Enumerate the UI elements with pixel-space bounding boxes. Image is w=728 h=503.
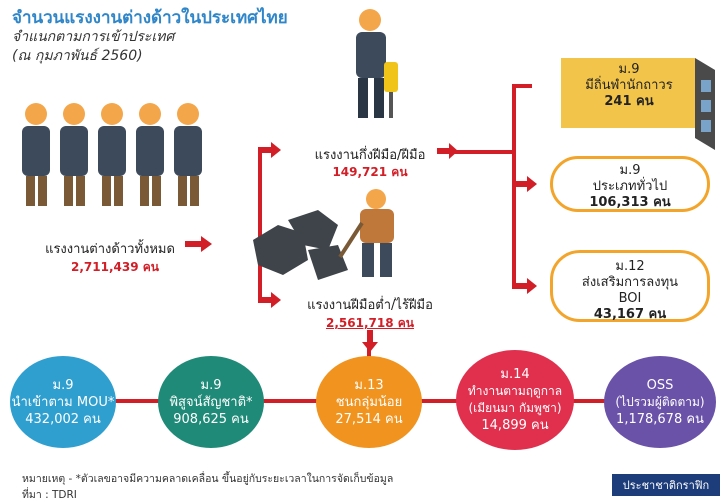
total-label: แรงงานต่างด้าวทั้งหมด <box>45 242 175 257</box>
box-1-section: ม.9 <box>618 62 640 77</box>
circle-3-name: ชนกลุ่มน้อย <box>335 394 403 410</box>
box-3-value: 43,167 คน <box>593 307 667 322</box>
circle-5-value: 1,178,678 คน <box>616 411 704 427</box>
building-box: ม.9 มีถิ่นพำนักถาวร 241 คน <box>555 40 720 160</box>
brand-badge: ประชาชาติกราฟิก <box>612 474 720 496</box>
circle-4-value: 14,899 คน <box>481 418 549 433</box>
box-general: ม.9 ประเภททั่วไป 106,313 คน <box>550 156 710 212</box>
circle-2-name: พิสูจน์สัญชาติ* <box>169 394 253 410</box>
skilled-connector <box>440 150 516 154</box>
circle-1-name: นำเข้าตาม MOU* <box>11 394 115 410</box>
worker-figure <box>174 103 202 206</box>
worker-figure <box>98 103 126 206</box>
subtitle-line-1: จำแนกตามการเข้าประเทศ <box>12 29 175 45</box>
box-1-name: มีถิ่นพำนักถาวร <box>585 78 673 93</box>
jackhammer-worker-illustration <box>356 9 398 118</box>
arrow-right-icon <box>185 236 212 252</box>
arrow-right-icon <box>512 278 537 294</box>
circle-mou: ม.9 นำเข้าตาม MOU* 432,002 คน <box>10 356 116 448</box>
circle-1-section: ม.9 <box>52 377 74 393</box>
circle-minorities: ม.13 ชนกลุ่มน้อย 27,514 คน <box>316 356 422 448</box>
box-2-value: 106,313 คน <box>589 195 671 210</box>
footnote: หมายเหตุ - *ตัวเลขอาจมีความคลาดเคลื่อน ข… <box>22 473 394 485</box>
circle-3-value: 27,514 คน <box>335 411 403 427</box>
circle-2-value: 908,625 คน <box>173 411 249 427</box>
unskilled-value: 2,561,718 คน <box>326 316 414 330</box>
circle-5-section: OSS <box>646 377 674 393</box>
building-illustration <box>561 58 715 150</box>
circle-seasonal: ม.14 ทำงานตามฤดูกาล (เมียนมา กัมพูชา) 14… <box>456 350 574 450</box>
page-title: จำนวนแรงงานต่างด้าวในประเทศไทย <box>12 8 288 28</box>
total-value: 2,711,439 คน <box>71 260 159 274</box>
source-note: ที่มา : TDRI <box>22 489 77 501</box>
circle-4-name: ทำงานตามฤดูกาล (เมียนมา กัมพูชา) <box>467 384 563 415</box>
circle-3-section: ม.13 <box>354 377 384 393</box>
circle-5-name: (ไปรวมผู้ติดตาม) <box>615 394 705 409</box>
box-3-section: ม.12 <box>615 259 645 274</box>
box-3-name: ส่งเสริมการลงทุน BOI <box>581 275 679 306</box>
box-2-name: ประเภททั่วไป <box>592 179 668 194</box>
box-boi: ม.12 ส่งเสริมการลงทุน BOI 43,167 คน <box>550 250 710 322</box>
arrow-right-icon <box>258 292 281 308</box>
arrow-right-icon <box>258 142 281 158</box>
circle-2-section: ม.9 <box>200 377 222 393</box>
unskilled-label: แรงงานฝีมือต่ำ/ไร้ฝีมือ <box>307 298 433 313</box>
worker-figure <box>60 103 88 206</box>
arrow-right-icon <box>512 176 537 192</box>
arrow-down-icon <box>362 330 378 352</box>
circle-4-section: ม.14 <box>500 367 530 382</box>
timeline-connector <box>367 348 371 360</box>
box-2-section: ม.9 <box>619 163 641 178</box>
skilled-value: 149,721 คน <box>332 165 408 179</box>
worker-figure <box>22 103 50 206</box>
workers-group-illustration <box>22 103 202 206</box>
subtitle: จำแนกตามการเข้าประเทศ (ณ กุมภาพันธ์ 2560… <box>12 28 174 66</box>
circle-oss: OSS (ไปรวมผู้ติดตาม) 1,178,678 คน <box>604 356 716 448</box>
worker-figure <box>136 103 164 206</box>
skilled-label: แรงงานกึ่งฝีมือ/ฝีมือ <box>314 148 426 163</box>
circle-1-value: 432,002 คน <box>25 411 101 427</box>
box-1-value: 241 คน <box>604 94 654 109</box>
circle-nationality-verification: ม.9 พิสูจน์สัญชาติ* 908,625 คน <box>158 356 264 448</box>
subtitle-line-2: (ณ กุมภาพันธ์ 2560) <box>12 48 143 64</box>
split-bracket-vertical <box>258 150 262 302</box>
skilled-bracket-top <box>512 84 532 88</box>
shovel-worker-illustration <box>253 189 394 280</box>
